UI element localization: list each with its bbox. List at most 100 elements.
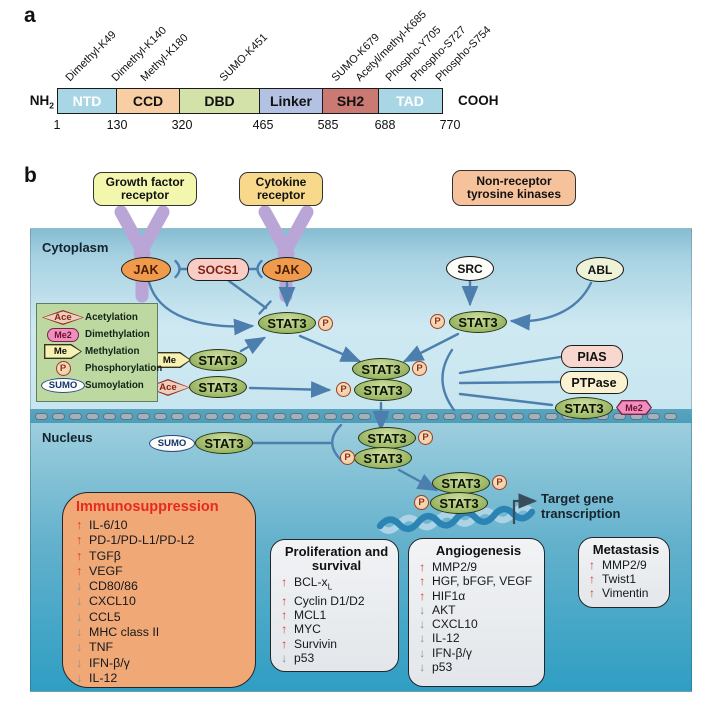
outcome-text: MMP2/9 — [432, 560, 478, 574]
box-title: Metastasis — [592, 542, 660, 557]
phospho-tag: P — [340, 450, 355, 465]
up-arrow-icon: ↑ — [281, 622, 288, 637]
pias-node: PIAS — [561, 345, 623, 368]
outcome-text: Twist1 — [602, 571, 637, 586]
down-arrow-icon: ↓ — [76, 640, 83, 655]
residue-number: 1 — [53, 118, 61, 132]
non-receptor-tyrosine-kinases-box: Non-receptor tyrosine kinases — [452, 170, 576, 206]
box-items: ↑MMP2/9↑HGF, bFGF, VEGF↑HIF1α↓AKT↓CXCL10… — [419, 560, 538, 674]
up-arrow-icon: ↑ — [589, 571, 595, 586]
outcome-text: PD-1/PD-L1/PD-L2 — [89, 533, 195, 548]
outcome-text: CXCL10 — [432, 617, 478, 632]
outcome-item: ↑MCL1 — [281, 608, 392, 622]
outcome-text: CXCL10 — [89, 594, 136, 609]
outcome-item: ↓MHC class II — [76, 625, 249, 640]
outcome-item: ↑HIF1α — [419, 589, 538, 603]
legend-label: Phosphorylation — [85, 363, 163, 374]
stat3-dimer-cyto-top: STAT3 — [352, 358, 410, 380]
outcome-text: CCL5 — [89, 609, 121, 624]
membrane-capsule — [358, 412, 371, 420]
down-arrow-icon: ↓ — [419, 602, 426, 617]
legend-label: Methylation — [85, 346, 140, 357]
legend-icon-cell: Me2 — [41, 327, 85, 342]
membrane-capsule — [256, 412, 269, 420]
outcome-text: p53 — [432, 660, 453, 675]
residue-number: 688 — [374, 118, 396, 132]
outcome-text: Cyclin D1/D2 — [294, 593, 365, 608]
up-arrow-icon: ↑ — [76, 533, 83, 548]
nucleus-label: Nucleus — [42, 430, 93, 445]
up-arrow-icon: ↑ — [589, 558, 595, 572]
outcome-text: IL-12 — [89, 670, 118, 685]
outcome-text: CD80/86 — [89, 579, 138, 594]
phospho-tag: P — [318, 316, 333, 331]
outcome-item: ↑IL-6/10 — [76, 518, 249, 533]
domain-linker: Linker — [258, 88, 324, 114]
residue-number: 585 — [317, 118, 339, 132]
up-arrow-icon: ↑ — [281, 608, 288, 622]
down-arrow-icon: ↓ — [419, 631, 426, 646]
up-arrow-icon: ↑ — [589, 585, 595, 600]
legend-me-icon: Me — [44, 344, 82, 359]
dimethyl-tag: Me2 — [616, 400, 652, 415]
outcome-item: ↓CXCL10 — [419, 617, 538, 631]
outcome-item: ↑MMP2/9 — [589, 558, 663, 573]
down-arrow-icon: ↓ — [419, 660, 426, 675]
outcome-text: MYC — [294, 622, 321, 637]
membrane-capsule — [307, 412, 320, 420]
outcome-text: HIF1α — [432, 588, 466, 603]
legend-label: Acetylation — [85, 312, 138, 323]
outcome-text: BCL-xL — [294, 575, 333, 592]
abl-node: ABL — [576, 257, 624, 282]
jak2-node: JAK — [262, 257, 312, 282]
up-arrow-icon: ↑ — [76, 548, 83, 563]
outcome-text: IL-6/10 — [89, 518, 128, 532]
outcome-text: IFN-β/γ — [89, 655, 130, 670]
outcome-item: ↓IL-12 — [76, 671, 249, 686]
src-node: SRC — [446, 256, 494, 281]
cytoplasm-label: Cytoplasm — [42, 240, 109, 255]
down-arrow-icon: ↓ — [76, 579, 83, 594]
membrane-capsule — [460, 412, 473, 420]
outcome-item: ↑ MYC — [281, 622, 392, 636]
membrane-capsule — [137, 412, 150, 420]
ptm-label: SUMO-K451 — [217, 31, 271, 84]
box-items: ↑MMP2/9↑Twist1↑Vimentin — [589, 558, 663, 600]
outcome-item: ↓AKT — [419, 603, 538, 617]
domain-dbd: DBD — [179, 88, 260, 114]
membrane-capsule — [494, 412, 507, 420]
phospho-tag: P — [412, 361, 427, 376]
metastasis-box: Metastasis ↑MMP2/9↑Twist1↑Vimentin — [578, 537, 670, 608]
stat3-central: STAT3 — [258, 312, 316, 334]
outcome-text: Vimentin — [602, 585, 649, 600]
legend-me2-icon: Me2 — [47, 327, 79, 342]
jak1-node: JAK — [121, 257, 171, 282]
methyl-tag: Me — [153, 352, 191, 368]
outcome-item: ↑MMP2/9 — [419, 560, 538, 574]
outcome-item: ↓ CD80/86 — [76, 579, 249, 594]
domain-ccd: CCD — [115, 88, 181, 114]
membrane-capsule — [443, 412, 456, 420]
membrane-capsule — [188, 412, 201, 420]
outcome-item: ↓IFN-β/γ — [76, 656, 249, 671]
legend-ace-icon: Ace — [42, 310, 84, 325]
membrane-capsule — [477, 412, 490, 420]
membrane-capsule — [664, 412, 677, 420]
box-title: Proliferation and survival — [284, 544, 389, 573]
stat3-src-phospho: STAT3 — [449, 311, 507, 333]
panel-b-label: b — [24, 164, 37, 187]
legend-icon-cell: Ace — [41, 310, 85, 325]
up-arrow-icon: ↑ — [419, 574, 426, 589]
outcome-text: HGF, bFGF, VEGF — [432, 574, 533, 589]
growth-factor-receptor-box: Growth factor receptor — [93, 172, 197, 206]
stat3-acetylated: STAT3 — [189, 376, 247, 398]
outcome-item: ↓CCL5 — [76, 610, 249, 625]
outcome-item: ↑Cyclin D1/D2 — [281, 594, 392, 608]
membrane-capsule — [103, 412, 116, 420]
up-arrow-icon: ↑ — [281, 575, 288, 589]
membrane-capsule — [409, 412, 422, 420]
